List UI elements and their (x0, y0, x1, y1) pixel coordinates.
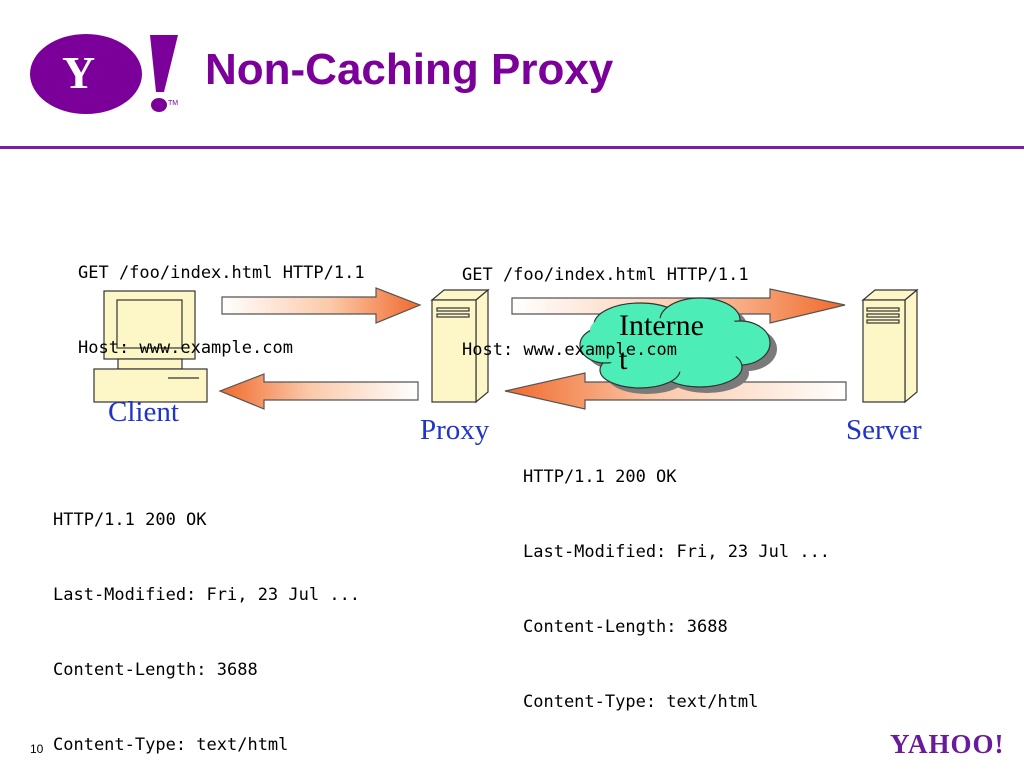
client-request-line: GET /foo/index.html HTTP/1.1 (78, 263, 365, 283)
page-title: Non-Caching Proxy (205, 45, 614, 94)
proxy-response-line: Content-Type: text/html (53, 735, 289, 755)
client-label: Client (108, 396, 179, 428)
logo-letter: Y (62, 47, 96, 98)
arrow-client-to-proxy (221, 287, 422, 324)
proxy-request-line: Host: www.example.com (462, 340, 677, 360)
server-response-line: HTTP/1.1 200 OK (523, 467, 677, 487)
server-response-line: Content-Length: 3688 (523, 617, 728, 637)
client-computer-icon (93, 290, 208, 403)
client-request-text: GET /foo/index.html HTTP/1.1 Host: www.e… (78, 211, 365, 386)
title-divider (0, 146, 1024, 149)
server-label: Server (846, 414, 922, 446)
proxy-request-line: GET /foo/index.html HTTP/1.1 (462, 265, 749, 285)
yahoo-logo (30, 34, 178, 114)
server-response-line: Last-Modified: Fri, 23 Jul ... (523, 542, 831, 562)
arrow-proxy-to-client (218, 373, 419, 410)
internet-cloud-icon (579, 297, 777, 394)
proxy-response-text: HTTP/1.1 200 OK Last-Modified: Fri, 23 J… (53, 458, 360, 783)
logo-tm: TM (168, 100, 179, 107)
yahoo-wordmark: YAHOO! (890, 729, 1005, 759)
proxy-request-text: GET /foo/index.html HTTP/1.1 Host: www.e… (462, 213, 749, 388)
proxy-response-line: HTTP/1.1 200 OK (53, 510, 207, 530)
proxy-response-line: Last-Modified: Fri, 23 Jul ... (53, 585, 361, 605)
server-response-text: HTTP/1.1 200 OK Last-Modified: Fri, 23 J… (523, 415, 830, 740)
proxy-response-line: Content-Length: 3688 (53, 660, 258, 680)
server-icon (861, 288, 919, 404)
internet-label-line2: t (619, 343, 628, 376)
internet-label-line1: Interne (619, 309, 704, 342)
server-response-line: Content-Type: text/html (523, 692, 759, 712)
page-number: 10 (30, 742, 44, 756)
proxy-server-icon (430, 288, 490, 404)
arrow-server-to-proxy (504, 372, 847, 410)
proxy-label: Proxy (420, 414, 490, 446)
client-request-line: Host: www.example.com (78, 338, 293, 358)
internet-label: Interne t (619, 309, 704, 377)
